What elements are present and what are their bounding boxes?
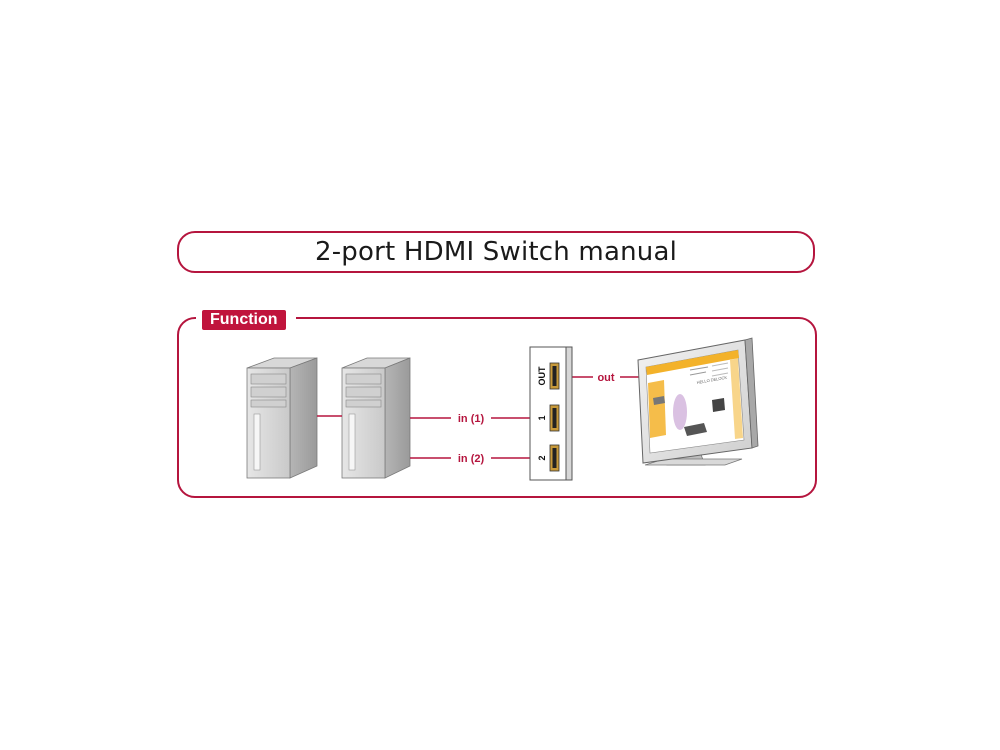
port-out-label: OUT bbox=[537, 366, 547, 386]
computer-2-icon bbox=[341, 357, 411, 479]
function-section-label: Function bbox=[202, 310, 286, 330]
function-frame bbox=[177, 317, 817, 498]
port-1-label: 1 bbox=[537, 415, 547, 420]
title-frame: 2-port HDMI Switch manual bbox=[177, 231, 815, 273]
page-title: 2-port HDMI Switch manual bbox=[314, 237, 678, 267]
computer-1-icon bbox=[246, 357, 318, 479]
hdmi-switch-icon bbox=[529, 346, 573, 481]
monitor-screen-text: HELLO DELOCK bbox=[696, 375, 727, 385]
in-1-label: in (1) bbox=[458, 413, 485, 425]
out-label: out bbox=[597, 372, 614, 384]
in-2-label: in (2) bbox=[458, 453, 485, 465]
monitor-icon bbox=[637, 337, 759, 466]
port-2-label: 2 bbox=[537, 455, 547, 460]
